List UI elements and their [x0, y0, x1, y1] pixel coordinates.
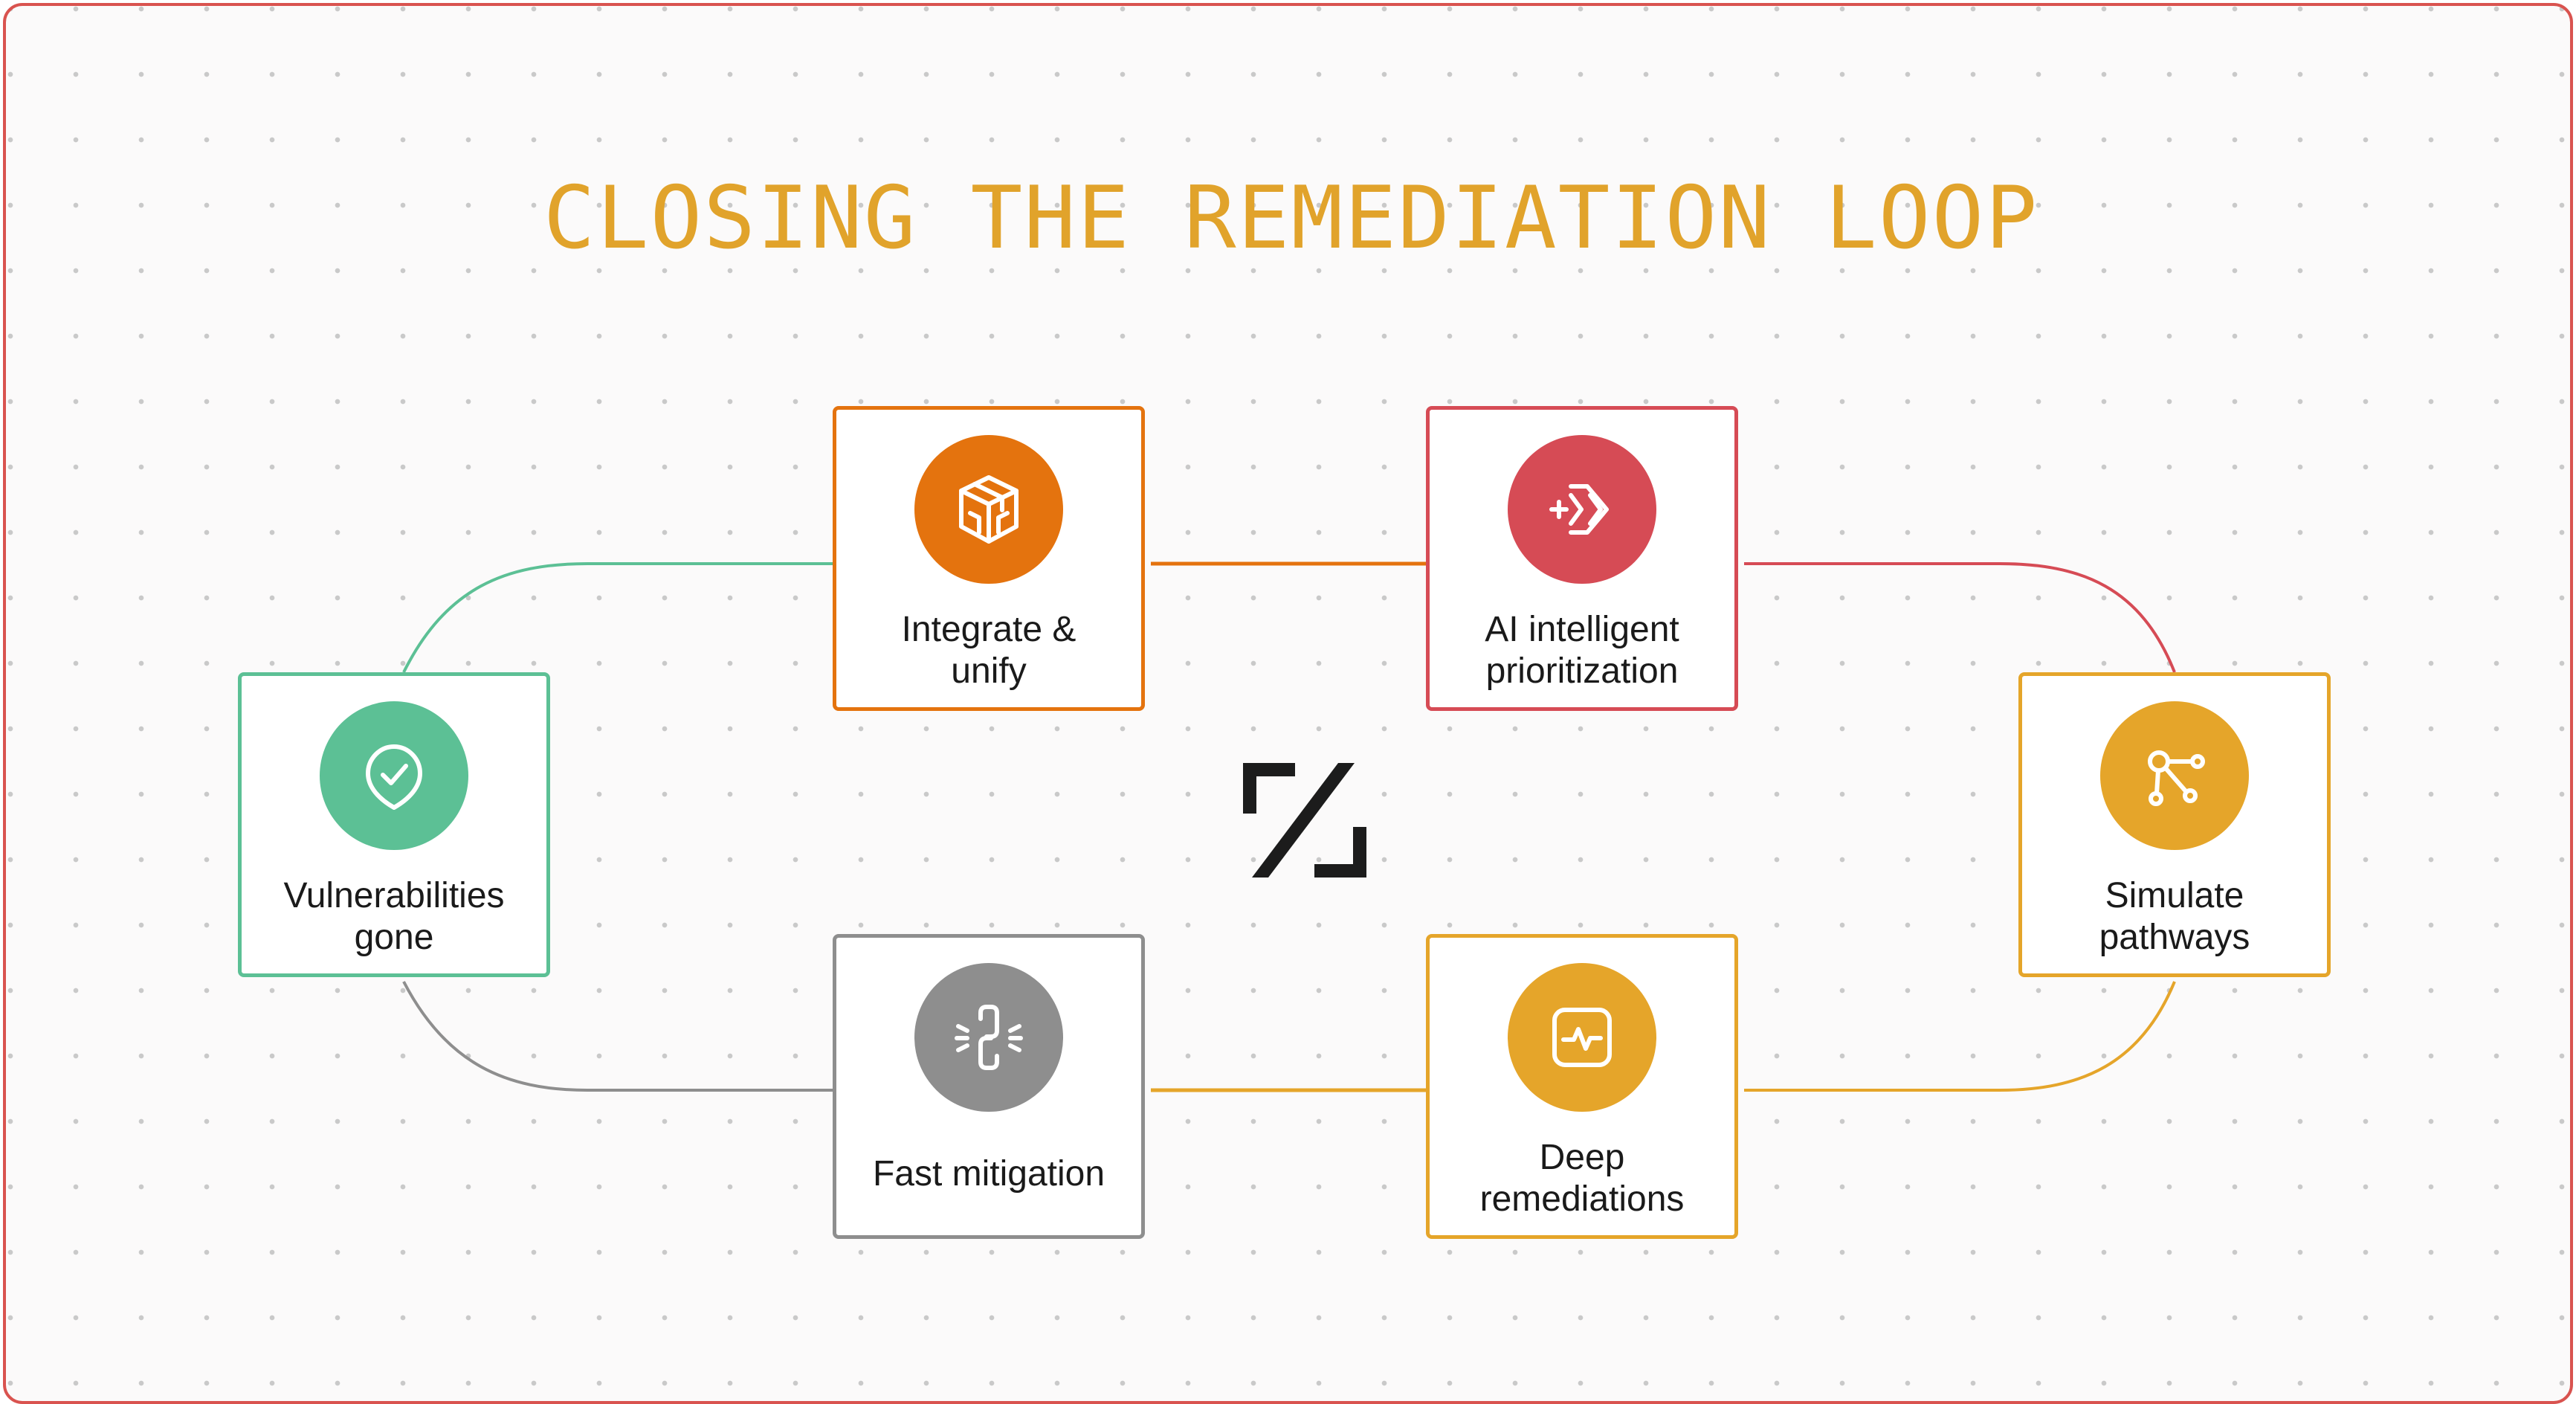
shield-check-icon	[366, 744, 422, 810]
broken-link-icon	[955, 1005, 1023, 1070]
graph-nodes-icon	[2148, 750, 2205, 806]
step-icon-circle	[320, 701, 468, 850]
step-icon-circle	[2100, 701, 2249, 850]
step-label: Vulnerabilities gone	[283, 876, 505, 957]
step-card-integrate: Integrate & unify	[833, 406, 1145, 711]
step-label: Deep remediations	[1479, 1138, 1685, 1219]
connector-fast-to-gone	[402, 981, 833, 1092]
step-card-fast-mitigation: Fast mitigation	[833, 934, 1145, 1239]
step-label: Integrate & unify	[901, 610, 1076, 691]
connector-gone-to-integrate	[402, 562, 833, 673]
step-label: Fast mitigation	[872, 1154, 1105, 1194]
step-label: Simulate pathways	[2099, 876, 2250, 957]
connector-simulate-to-deep	[1744, 981, 2176, 1092]
connector-ai-to-simulate	[1744, 562, 2176, 673]
step-card-vulnerabilities-gone: Vulnerabilities gone	[238, 672, 550, 977]
step-card-deep-remediations: Deep remediations	[1426, 934, 1738, 1239]
diagram-title: CLOSING THE REMEDIATION LOOP	[543, 168, 2039, 268]
step-icon-circle	[1508, 963, 1656, 1112]
step-icon-circle	[914, 963, 1063, 1112]
bracket-slash-logo	[1243, 763, 1366, 878]
step-label: AI intelligent prioritization	[1485, 610, 1679, 691]
step-icon-circle	[914, 435, 1063, 584]
step-card-ai-prioritization: AI intelligent prioritization	[1426, 406, 1738, 711]
pulse-icon	[1552, 1008, 1612, 1067]
double-chevron-plus-icon	[1549, 484, 1609, 535]
cube-icon	[959, 475, 1019, 544]
step-card-simulate: Simulate pathways	[2018, 672, 2331, 977]
step-icon-circle	[1508, 435, 1656, 584]
